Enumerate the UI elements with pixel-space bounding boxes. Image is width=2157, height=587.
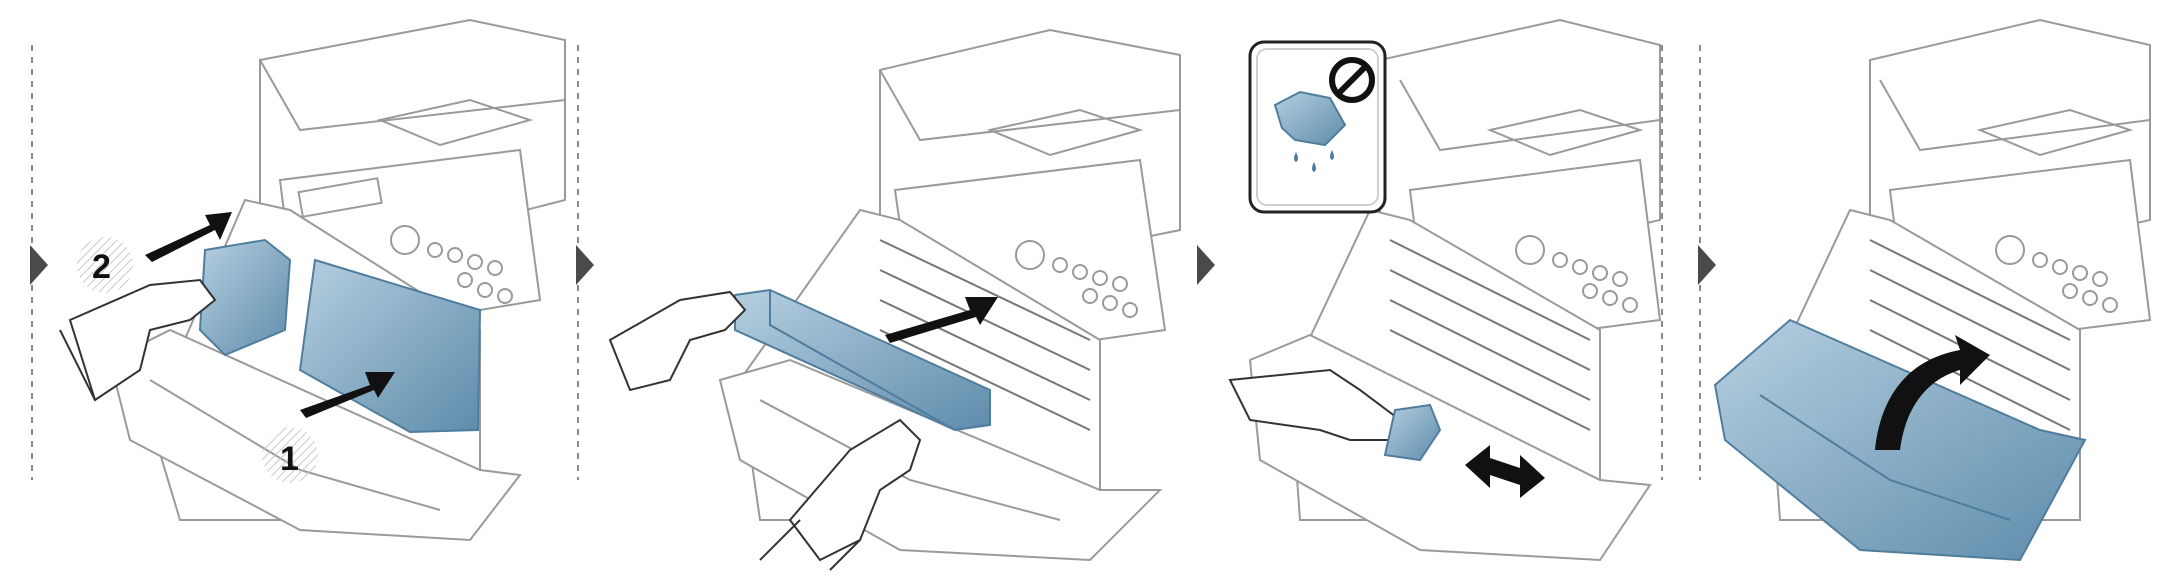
printer-output-tray bbox=[1976, 108, 2134, 157]
panel-4-arrows bbox=[1875, 335, 1990, 450]
arrow-up-right bbox=[145, 212, 232, 262]
transfer-unit bbox=[198, 238, 292, 357]
step-marker-1 bbox=[30, 245, 48, 285]
step-marker-4 bbox=[1698, 245, 1716, 285]
dry-cloth bbox=[1383, 403, 1442, 462]
panel-3-arrows bbox=[1465, 445, 1545, 498]
panel-2-arrows bbox=[885, 297, 998, 343]
panel-4 bbox=[1713, 18, 2152, 562]
step-marker-3 bbox=[1197, 245, 1215, 285]
printer-scanner-lid bbox=[1879, 79, 2151, 152]
no-wet-cloth-callout bbox=[1248, 40, 1387, 214]
step-number-1: 1 bbox=[262, 427, 318, 483]
wet-cloth-icon bbox=[1273, 90, 1347, 172]
lcd-display bbox=[297, 177, 383, 218]
printer-output-tray bbox=[1486, 108, 1644, 157]
prohibited-icon bbox=[1329, 57, 1375, 103]
printer-output-tray bbox=[986, 108, 1144, 157]
printer-scanner-lid bbox=[259, 59, 566, 132]
hand-left bbox=[68, 278, 217, 402]
step-number-2: 2 bbox=[77, 237, 133, 293]
front-door-inner bbox=[759, 399, 1061, 521]
svg-text:1: 1 bbox=[280, 440, 299, 478]
panel-1-arrows bbox=[145, 212, 395, 418]
control-buttons bbox=[1995, 235, 2118, 313]
toner-slots bbox=[1869, 239, 2071, 431]
printer-scanner-lid bbox=[1399, 79, 1661, 152]
toner-slots bbox=[1389, 239, 1591, 431]
control-buttons bbox=[390, 225, 513, 304]
step-markers bbox=[30, 245, 1716, 285]
control-buttons bbox=[1515, 235, 1638, 313]
arrow-wipe-back-and-forth bbox=[1465, 445, 1545, 498]
arrow-right bbox=[300, 372, 395, 418]
panel-2 bbox=[608, 28, 1181, 571]
panel-3 bbox=[1228, 18, 1662, 562]
front-door bbox=[108, 328, 522, 542]
waste-container bbox=[298, 258, 482, 434]
hand-left bbox=[608, 290, 747, 392]
arrow-insert-cartridge bbox=[885, 297, 998, 343]
control-buttons bbox=[1015, 240, 1138, 318]
printer-scanner-lid bbox=[879, 69, 1181, 142]
toner-slots bbox=[879, 239, 1091, 431]
svg-text:2: 2 bbox=[92, 248, 111, 286]
hand-right bbox=[788, 418, 922, 562]
printer-output-tray bbox=[376, 98, 534, 147]
panel-1 bbox=[59, 18, 566, 542]
step-marker-2 bbox=[576, 245, 594, 285]
arrow-close-cover bbox=[1875, 335, 1990, 450]
